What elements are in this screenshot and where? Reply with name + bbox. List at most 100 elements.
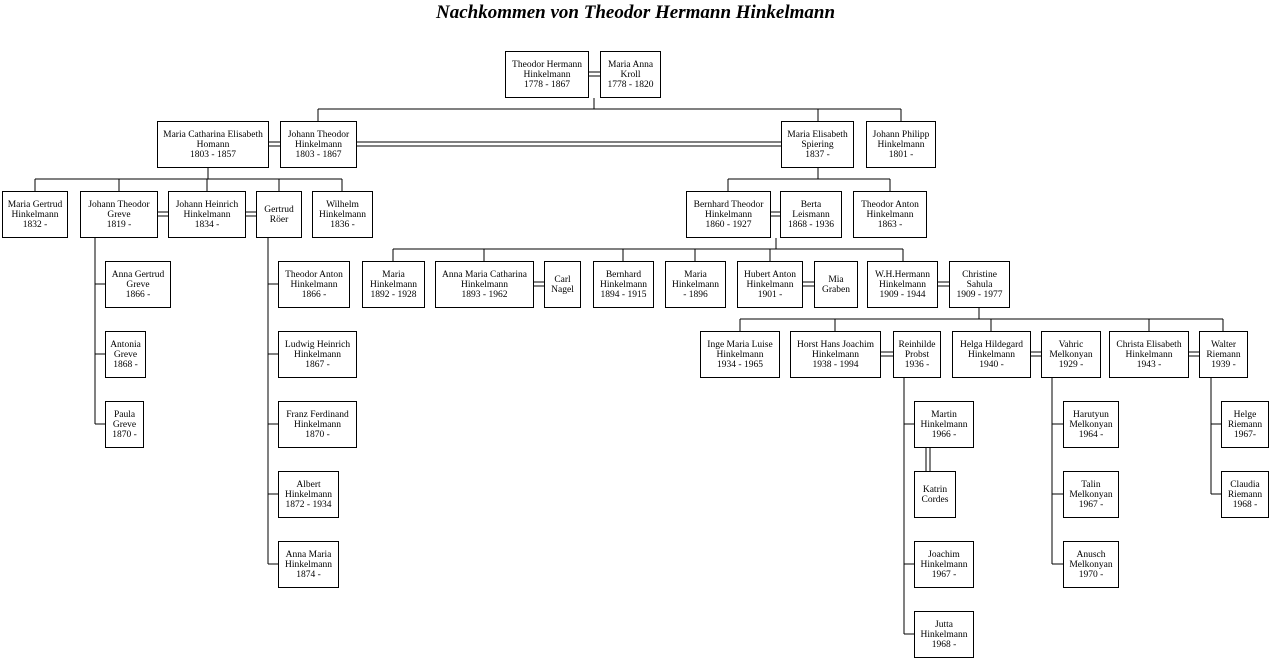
person-text: Maria [382, 269, 405, 280]
person-text: Ludwig Heinrich [284, 339, 351, 350]
person-text: Jutta [935, 619, 953, 630]
person-text: Hinkelmann [319, 209, 366, 220]
person-text: Carl [554, 274, 571, 285]
person-text: 1801 - [888, 149, 914, 160]
person-text: Maria [684, 269, 707, 280]
person-text: Hinkelmann [920, 419, 968, 430]
person-text: Johann Philipp [872, 129, 930, 140]
person-text: Hinkelmann [877, 139, 925, 150]
person-text: Greve [126, 279, 150, 290]
person-text: 1803 - 1857 [190, 149, 236, 160]
person-text: Maria Anna [607, 59, 654, 70]
person-text: Sahula [966, 279, 993, 290]
person-text: Albert [296, 479, 321, 490]
person-text: Hinkelmann [295, 139, 342, 150]
person-text: 1939 - [1211, 359, 1236, 370]
person-text: Hinkelmann [294, 349, 341, 360]
person-text: 1834 - [194, 219, 220, 230]
person-text: Johann Heinrich [175, 199, 239, 210]
person-text: 1866 - [301, 289, 327, 300]
person-text: Vahric [1058, 339, 1084, 350]
person-text: 1967- [1233, 429, 1257, 440]
person-text: Probst [904, 349, 930, 360]
person-text: Melkonyan [1069, 419, 1113, 430]
person-text: 1943 - [1136, 359, 1162, 370]
person-text: Theodor Anton [285, 269, 343, 280]
person-text: 1874 - [296, 569, 321, 580]
person-text: Cordes [921, 494, 949, 505]
person-text: Melkonyan [1049, 349, 1093, 360]
person-text: Kroll [620, 69, 641, 80]
person-text: Johann Theodor [287, 129, 350, 140]
person-text: Hubert Anton [744, 269, 796, 280]
person-text: 1940 - [979, 359, 1004, 370]
person-text: Hinkelmann [920, 629, 968, 640]
person-text: 1938 - 1994 [812, 359, 859, 370]
person-text: Antonia [110, 339, 141, 350]
person-text: 1901 - [757, 289, 783, 300]
person-text: Hinkelmann [11, 209, 59, 220]
person-text: Inge Maria Luise [707, 339, 773, 350]
person-text: Hinkelmann [523, 69, 571, 80]
person-text: Talin [1081, 479, 1101, 490]
person-text: 1866 - [125, 289, 151, 300]
person-text: 1863 - [877, 219, 903, 230]
person-text: Theodor Hermann [512, 59, 582, 70]
person-text: Hinkelmann [879, 279, 926, 290]
person-text: 1868 - [113, 359, 138, 370]
person-text: Harutyun [1073, 409, 1109, 420]
person-text: 1936 - [904, 359, 930, 370]
person-text: Hinkelmann [920, 559, 968, 570]
person-text: Anusch [1076, 549, 1106, 560]
person-text: 1934 - 1965 [717, 359, 763, 370]
person-text: 1929 - [1058, 359, 1084, 370]
person-text: Johann Theodor [88, 199, 150, 210]
person-text: Nagel [551, 284, 574, 295]
person-text: Helga Hildegard [959, 339, 1024, 350]
person-text: Martin [931, 409, 957, 420]
person-text: Röer [269, 214, 289, 225]
person-text: 1832 - [22, 219, 48, 230]
person-text: 1909 - 1977 [956, 289, 1003, 300]
person-text: Melkonyan [1069, 559, 1113, 570]
person-text: 1968 - [1232, 499, 1258, 510]
person-text: 1909 - 1944 [879, 289, 926, 300]
person-text: 1819 - [106, 219, 132, 230]
person-text: Riemann [1227, 419, 1263, 430]
person-text: Hinkelmann [672, 279, 719, 290]
person-text: Mia [828, 274, 844, 285]
person-text: Bernhard Theodor [693, 199, 764, 210]
person-text: 1968 - [931, 639, 957, 650]
person-text: Hinkelmann [294, 419, 341, 430]
person-text: Hinkelmann [1125, 349, 1173, 360]
person-text: Hinkelmann [370, 279, 417, 290]
person-text: Walter [1210, 339, 1237, 350]
person-text: 1778 - 1820 [607, 79, 654, 90]
